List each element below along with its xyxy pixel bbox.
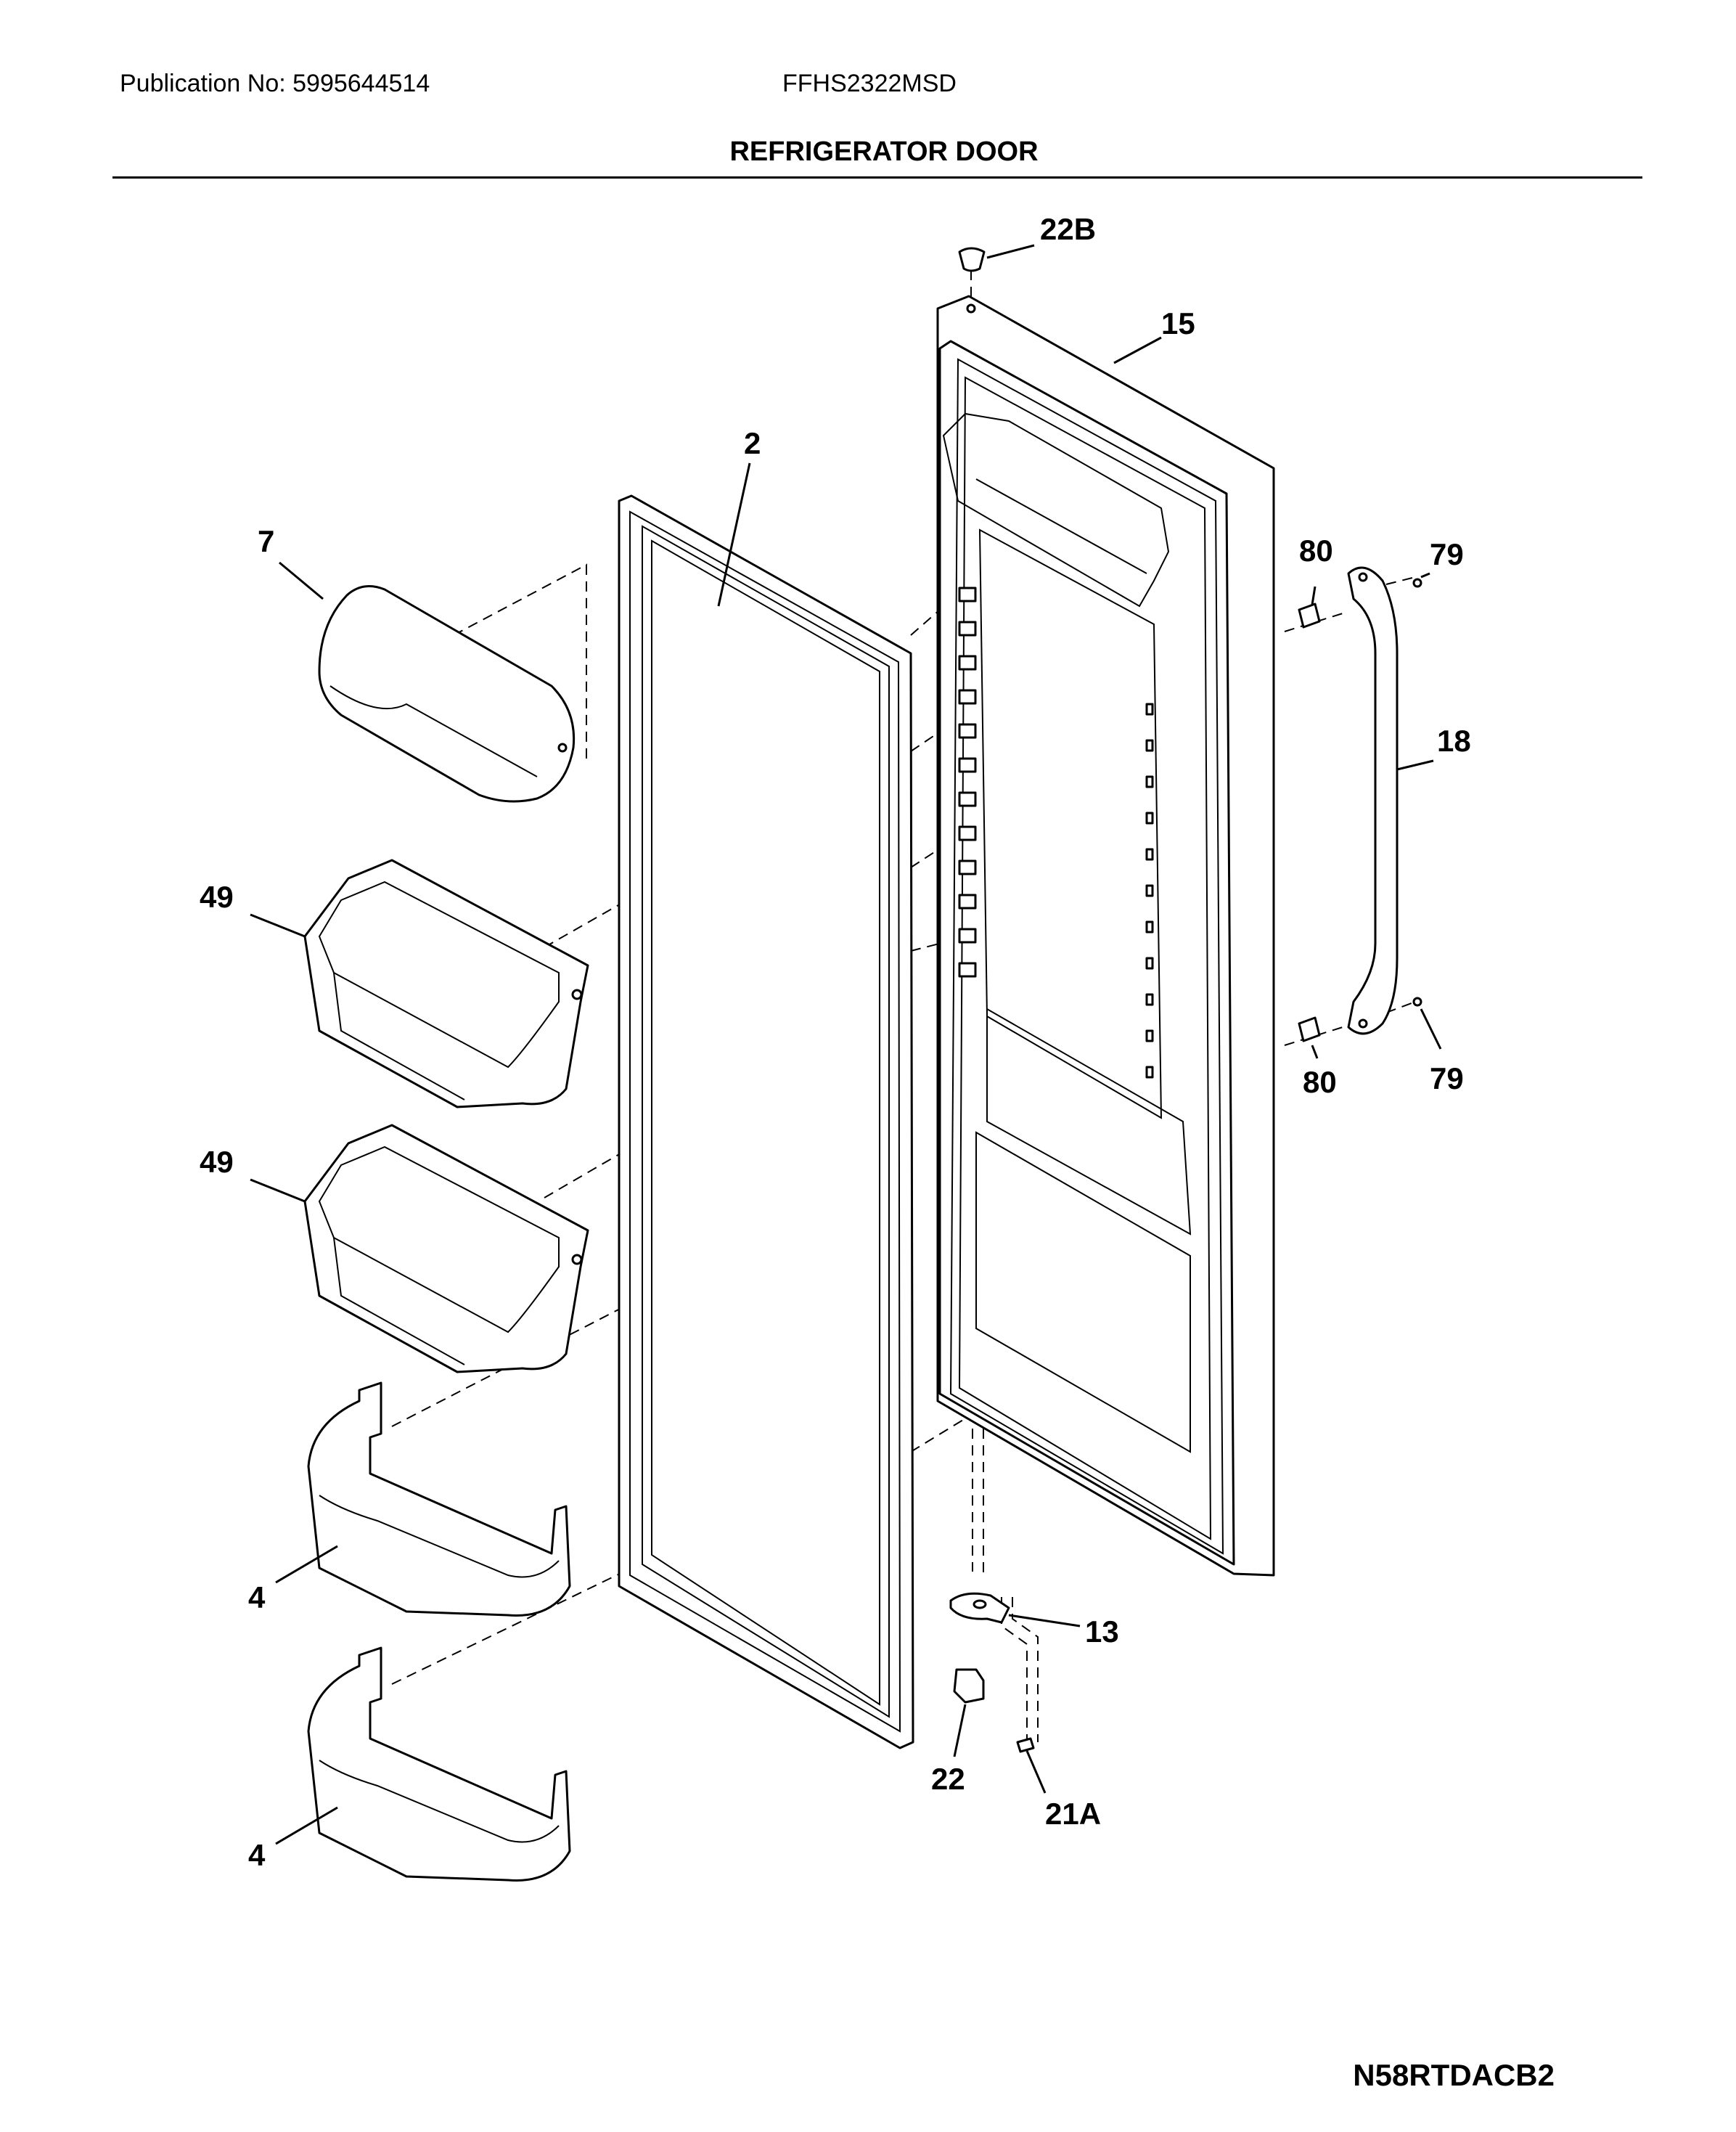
shelf-stud [1145, 775, 1154, 788]
callout-79-lower: 79 [1430, 1061, 1464, 1095]
shelf-stud [1145, 1029, 1154, 1042]
door-shelf-studs [958, 587, 1154, 1079]
lower-hinge-part [949, 1592, 1010, 1624]
callout-4-upper: 4 [248, 1580, 266, 1614]
shelf-stud [958, 894, 977, 910]
door-bin-part-upper [303, 859, 589, 1108]
callout-15: 15 [1161, 306, 1195, 340]
callout-labels: 22B 15 2 7 80 79 18 49 49 80 79 4 13 22 … [200, 212, 1471, 1872]
door-gasket-part [618, 494, 914, 1749]
shelf-stud [1145, 739, 1154, 752]
door-handle-part [1347, 566, 1399, 1035]
shelf-stud [1145, 993, 1154, 1006]
hinge-pin-part [953, 1668, 985, 1704]
diagram-code: N58RTDACB2 [1353, 2058, 1555, 2092]
callout-leader-lines [250, 244, 1442, 1845]
handle-screw-lower-part [1412, 997, 1422, 1007]
callout-18: 18 [1437, 724, 1471, 758]
callout-21a: 21A [1045, 1797, 1101, 1831]
callout-7: 7 [258, 524, 274, 558]
shelf-stud [958, 928, 977, 944]
door-bin-part-lower [303, 1124, 589, 1373]
shelf-stud [1145, 812, 1154, 825]
callout-80-upper: 80 [1299, 534, 1333, 568]
page-title: REFRIGERATOR DOOR [729, 136, 1039, 167]
hinge-plug-part [958, 247, 986, 272]
header-rule [112, 176, 1642, 179]
door-assembly [936, 295, 1275, 1577]
shelf-stud [1145, 920, 1154, 934]
callout-49-lower: 49 [200, 1145, 234, 1179]
shelf-stud [958, 723, 977, 739]
shelf-stud [958, 859, 977, 875]
dairy-door-part [318, 585, 576, 803]
handle-stud-lower-part [1298, 1016, 1321, 1042]
callout-49-upper: 49 [200, 880, 234, 914]
door-shelf-part-lower [307, 1646, 571, 1882]
callout-4-lower: 4 [248, 1838, 266, 1872]
shelf-stud [958, 689, 977, 705]
model-number: FFHS2322MSD [782, 70, 957, 97]
handle-screw-upper-part [1412, 578, 1422, 588]
handle-stud-upper-part [1298, 603, 1321, 629]
shelf-stud [958, 825, 977, 841]
callout-2: 2 [744, 426, 761, 460]
shelf-stud [958, 962, 977, 978]
callout-80-lower: 80 [1303, 1065, 1337, 1099]
shelf-stud [958, 587, 977, 603]
callout-22b: 22B [1040, 212, 1096, 246]
shelf-stud [958, 757, 977, 773]
shelf-stud [1145, 703, 1154, 716]
door-shelf-part-upper [307, 1381, 571, 1617]
shelf-stud [958, 621, 977, 637]
shelf-stud [1145, 1066, 1154, 1079]
publication-number: Publication No: 5995644514 [120, 70, 430, 97]
callout-79-upper: 79 [1430, 537, 1464, 571]
callout-22: 22 [931, 1762, 965, 1796]
shelf-stud [1145, 957, 1154, 970]
shelf-stud [1145, 848, 1154, 861]
shelf-stud [1145, 884, 1154, 897]
shelf-stud [958, 655, 977, 671]
callout-13: 13 [1085, 1614, 1119, 1649]
hinge-screw-part [1016, 1737, 1035, 1753]
shelf-stud [958, 791, 977, 807]
